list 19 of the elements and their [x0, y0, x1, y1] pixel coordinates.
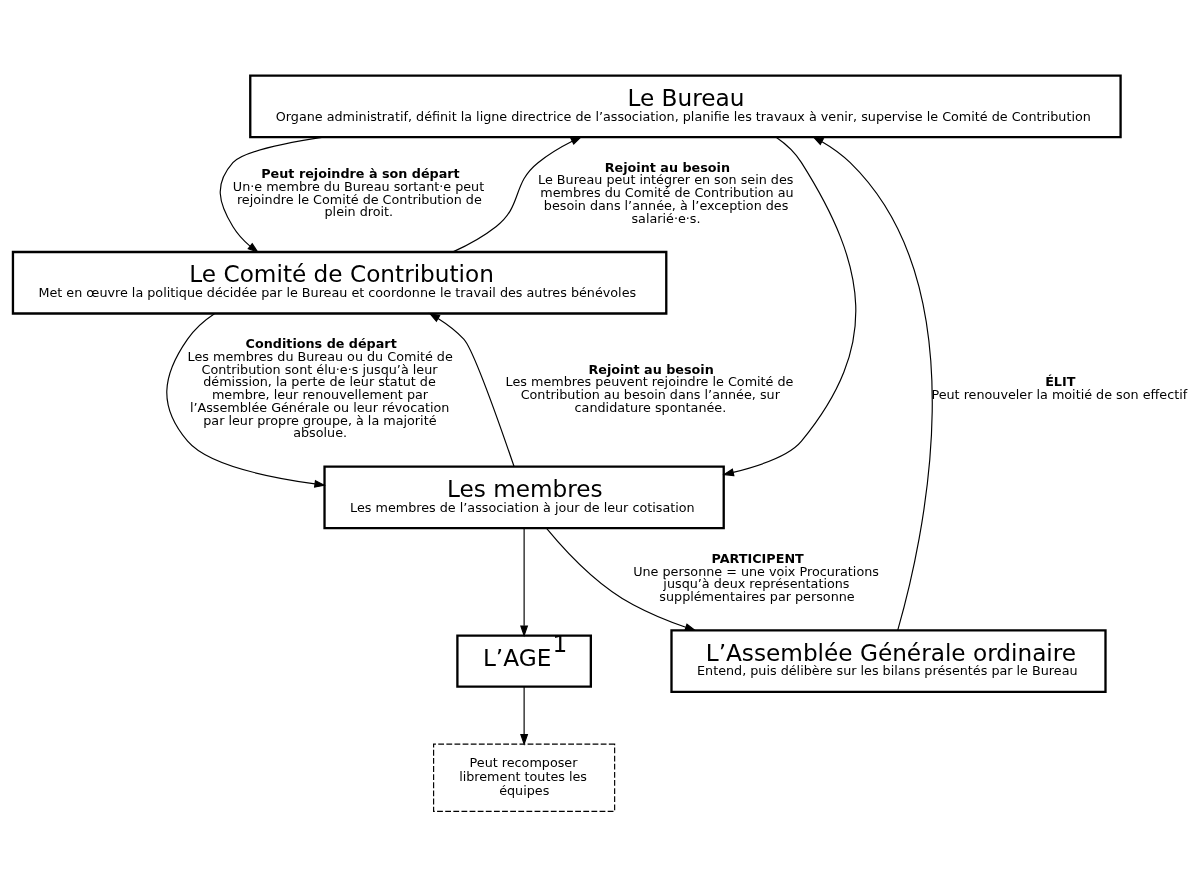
arrow	[812, 135, 933, 631]
edge-label: Conditions de départ Les membres du Bureau ou du Comité de Contribution sont élu·e·s jusqu’à leur démission, la perte de leur statut de membre, leur renouvellement par l’Assemblée Générale ou leur révocation par leur propre groupe, à la majorité absolue.	[187, 335, 453, 440]
arrow	[546, 527, 697, 631]
node-box: Le Comité de Contribution Met en œuvre la politique décidée par le Bureau et coordonne le travail des autres bénévoles	[11, 250, 668, 315]
node-box: Peut recomposer librement toutes les équipes	[433, 742, 616, 812]
arrow	[520, 685, 529, 746]
arrow	[428, 312, 515, 467]
arrow	[166, 312, 326, 488]
arrow	[520, 527, 529, 637]
arrow	[219, 136, 325, 253]
arrow	[452, 135, 583, 252]
node-box: Les membres Les membres de l’association à jour de leur cotisation	[323, 465, 725, 529]
edge-label: Rejoint au besoin Les membres peuvent rejoindre le Comité de Contribution au besoin dans l’année, sur candidature spontanée.	[505, 361, 794, 415]
node-box: L’Assemblée Générale ordinaire Entend, puis délibère sur les bilans présentés par le Bureau	[670, 628, 1107, 693]
edge-label: PARTICIPENT Une personne = une voix Procurations jusqu’à deux représentations supplémentaires par personne	[633, 550, 879, 604]
node-box: Le Bureau Organe administratif, définit la ligne directrice de l’association, planifie les travaux à venir, supervise le Comité de Contribution	[249, 74, 1122, 138]
edge-label: Peut rejoindre à son départ Un·e membre du Bureau sortant·e peut rejoindre le Comité de Contribution de plein droit.	[232, 165, 485, 219]
edge-label: Rejoint au besoin Le Bureau peut intégrer en son sein des membres du Comité de Contribution au besoin dans l’année, à l’exception des salarié·e·s.	[538, 159, 794, 226]
arrow	[722, 136, 857, 476]
